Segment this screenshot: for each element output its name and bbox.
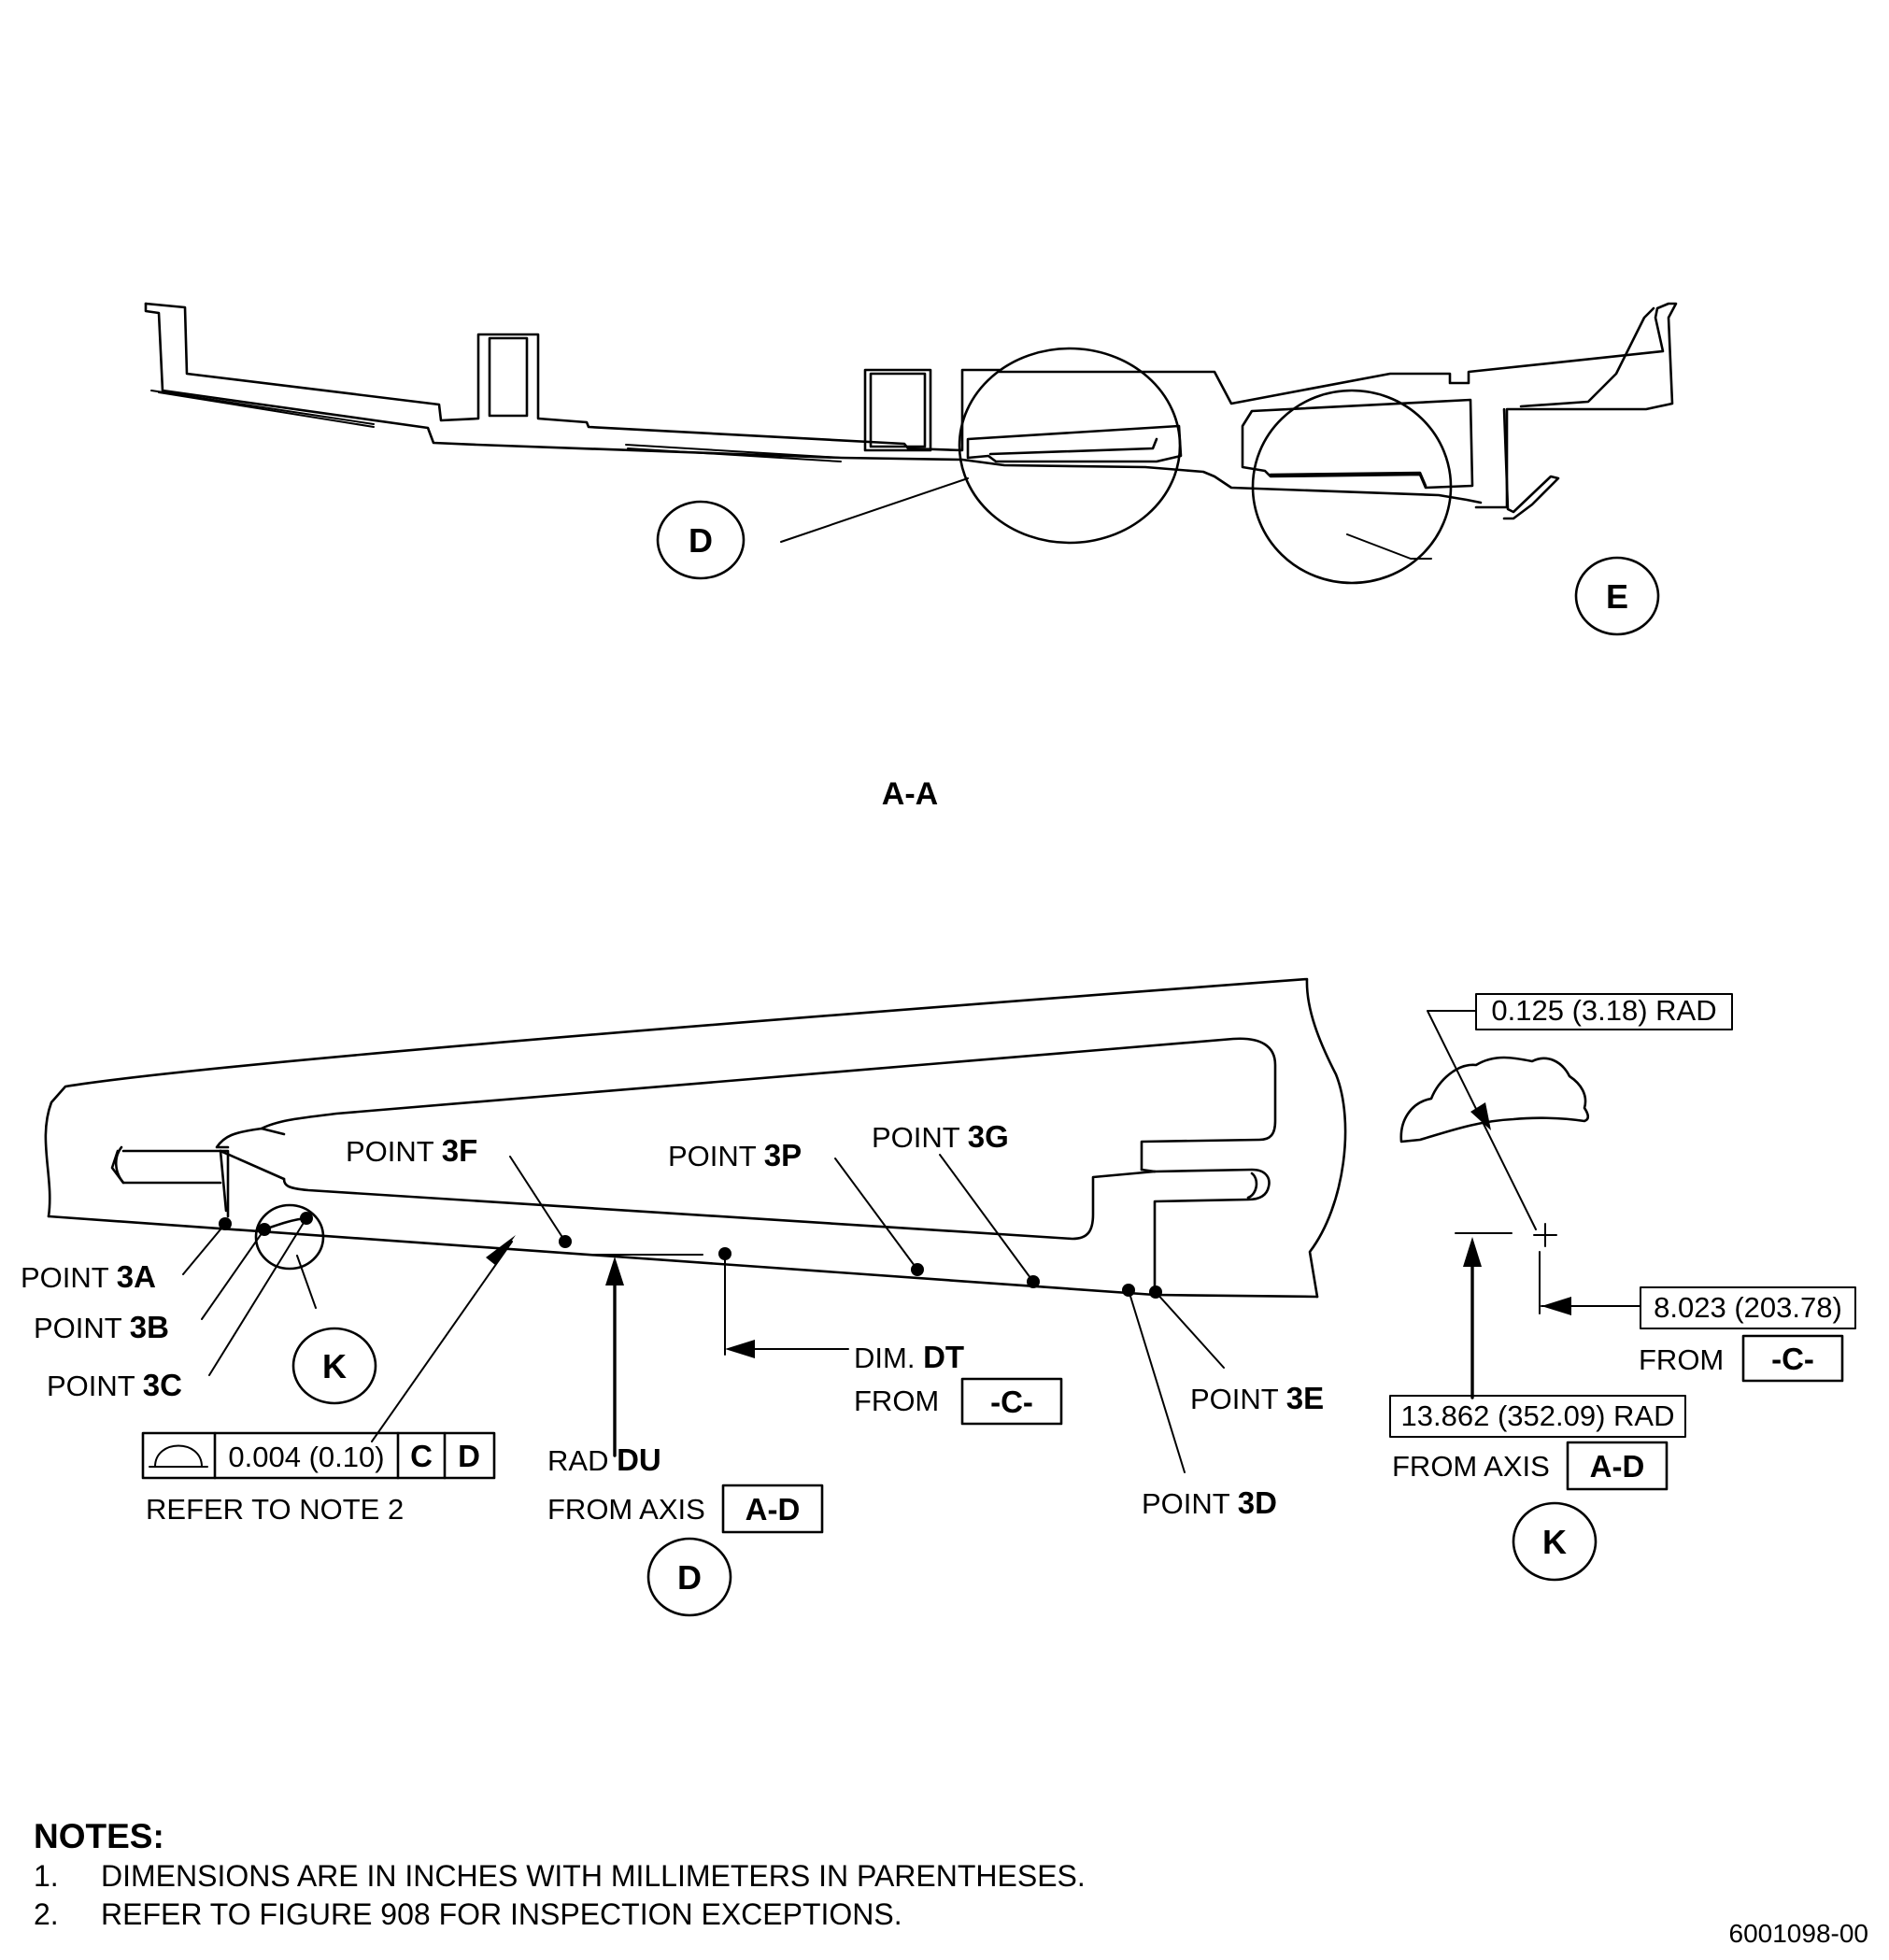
detail-d-view	[44, 977, 1347, 1617]
profile-of-surface-icon	[149, 1444, 208, 1468]
rad-du-label: RAD DU	[547, 1442, 661, 1477]
svg-text:POINT 3C: POINT 3C	[47, 1368, 182, 1402]
note-number: 1.	[34, 1859, 59, 1893]
datum-c-box-dt	[960, 1377, 1063, 1426]
detail-k-view	[1389, 993, 1856, 1582]
notes-heading: NOTES:	[34, 1817, 164, 1855]
callout-d-detail: D	[677, 1558, 702, 1597]
point-3b-label: POINT 3B	[34, 1310, 169, 1344]
svg-text:RAD DU: RAD DU	[547, 1442, 661, 1477]
view-title: A-A	[882, 776, 938, 812]
refer-note-2: REFER TO NOTE 2	[146, 1493, 404, 1526]
detail-k-datum-c: -C-	[1771, 1342, 1814, 1376]
figure-number: 6001098-00	[1728, 1919, 1868, 1948]
callout-e-top: E	[1606, 577, 1628, 616]
datum-c-dt: -C-	[990, 1385, 1033, 1419]
datum-a-d-du: A-D	[746, 1492, 801, 1527]
svg-text:POINT 3P: POINT 3P	[668, 1138, 802, 1172]
datum-c-box: C	[410, 1439, 433, 1473]
rad-du-from: FROM AXIS	[547, 1493, 705, 1526]
point-3p-label: POINT 3P	[668, 1138, 802, 1172]
section-a-a-view	[144, 302, 1678, 636]
note-number: 2.	[34, 1897, 59, 1931]
note-item: 2. REFER TO FIGURE 908 FOR INSPECTION EX…	[34, 1896, 1086, 1934]
svg-text:POINT 3G: POINT 3G	[872, 1119, 1009, 1154]
profile-tolerance-frame	[141, 1431, 496, 1480]
svg-text:DIM. DT: DIM. DT	[854, 1340, 964, 1374]
datum-a-d-box-du	[721, 1484, 824, 1534]
callout-k: K	[322, 1347, 347, 1385]
point-3e-label: POINT 3E	[1190, 1381, 1324, 1415]
svg-text:POINT 3F: POINT 3F	[346, 1133, 477, 1168]
detail-k-axial-from: FROM	[1639, 1343, 1724, 1376]
callout-d-top: D	[689, 521, 713, 560]
detail-k-rad-from: FROM AXIS	[1392, 1450, 1550, 1483]
point-3f-label: POINT 3F	[346, 1133, 477, 1168]
point-3c-label: POINT 3C	[47, 1368, 182, 1402]
svg-text:POINT 3A: POINT 3A	[21, 1259, 156, 1294]
notes-block: NOTES: 1. DIMENSIONS ARE IN INCHES WITH …	[34, 1816, 1086, 1934]
svg-text:POINT 3D: POINT 3D	[1142, 1485, 1277, 1520]
dim-dt-label: DIM. DT	[854, 1340, 964, 1374]
detail-k-axial-dim: 8.023 (203.78)	[1654, 1291, 1842, 1324]
svg-text:POINT 3E: POINT 3E	[1190, 1381, 1324, 1415]
point-3d-label: POINT 3D	[1142, 1485, 1277, 1520]
detail-k-title: K	[1542, 1523, 1567, 1561]
datum-d-box: D	[458, 1439, 480, 1473]
detail-k-datum-a-d: A-D	[1590, 1449, 1645, 1484]
point-3g-label: POINT 3G	[872, 1119, 1009, 1154]
dim-dt-from: FROM	[854, 1385, 939, 1417]
detail-k-rad-large: 13.862 (352.09) RAD	[1401, 1399, 1675, 1432]
profile-tolerance-value: 0.004 (0.10)	[228, 1441, 384, 1473]
detail-k-rad-small: 0.125 (3.18) RAD	[1491, 994, 1716, 1027]
note-item: 1. DIMENSIONS ARE IN INCHES WITH MILLIME…	[34, 1857, 1086, 1896]
note-text: DIMENSIONS ARE IN INCHES WITH MILLIMETER…	[101, 1859, 1086, 1893]
svg-text:POINT 3B: POINT 3B	[34, 1310, 169, 1344]
point-3a-label: POINT 3A	[21, 1259, 156, 1294]
note-text: REFER TO FIGURE 908 FOR INSPECTION EXCEP…	[101, 1897, 902, 1931]
